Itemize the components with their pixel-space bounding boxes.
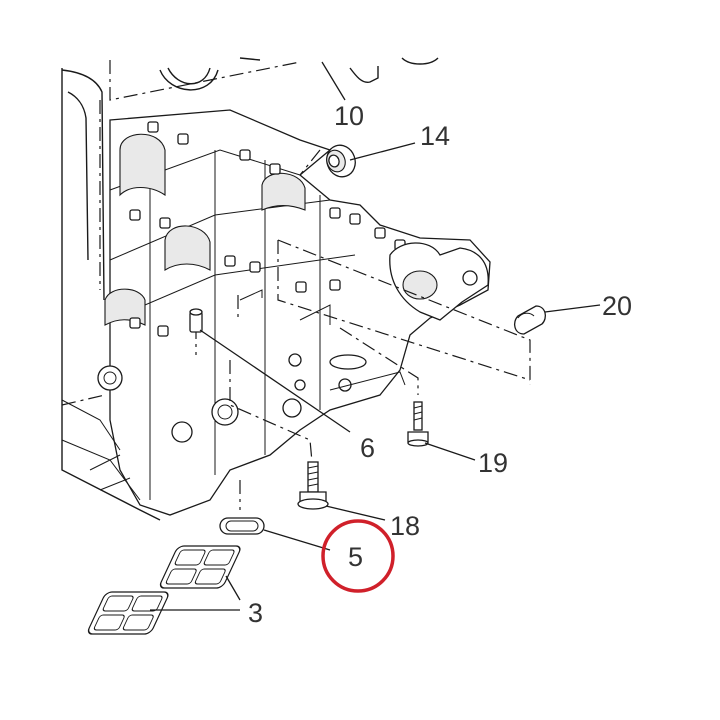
- gasket-part-3: [87, 545, 241, 635]
- bolt-part-18: [297, 461, 329, 510]
- callout-20: 20: [602, 291, 632, 321]
- callout-10: 10: [334, 101, 364, 131]
- callout-14: 14: [420, 121, 450, 151]
- bolt-part-19: [407, 401, 429, 447]
- callout-6: 6: [360, 433, 375, 463]
- oil-seal-part-14: [326, 144, 356, 178]
- dowel-pin-part-6: [189, 308, 203, 333]
- leader-lines: [150, 61, 601, 611]
- callout-18: 18: [390, 511, 420, 541]
- deck-bolt-holes: [129, 121, 406, 337]
- cylinder-block: [61, 57, 491, 521]
- o-ring-part-5: [219, 517, 265, 535]
- callout-5: 5: [348, 542, 363, 572]
- assembly-centerlines: [61, 60, 531, 510]
- callout-19: 19: [478, 448, 508, 478]
- highlight-circle: [321, 519, 395, 593]
- plug-part-20: [513, 305, 547, 335]
- callout-3: 3: [248, 598, 263, 628]
